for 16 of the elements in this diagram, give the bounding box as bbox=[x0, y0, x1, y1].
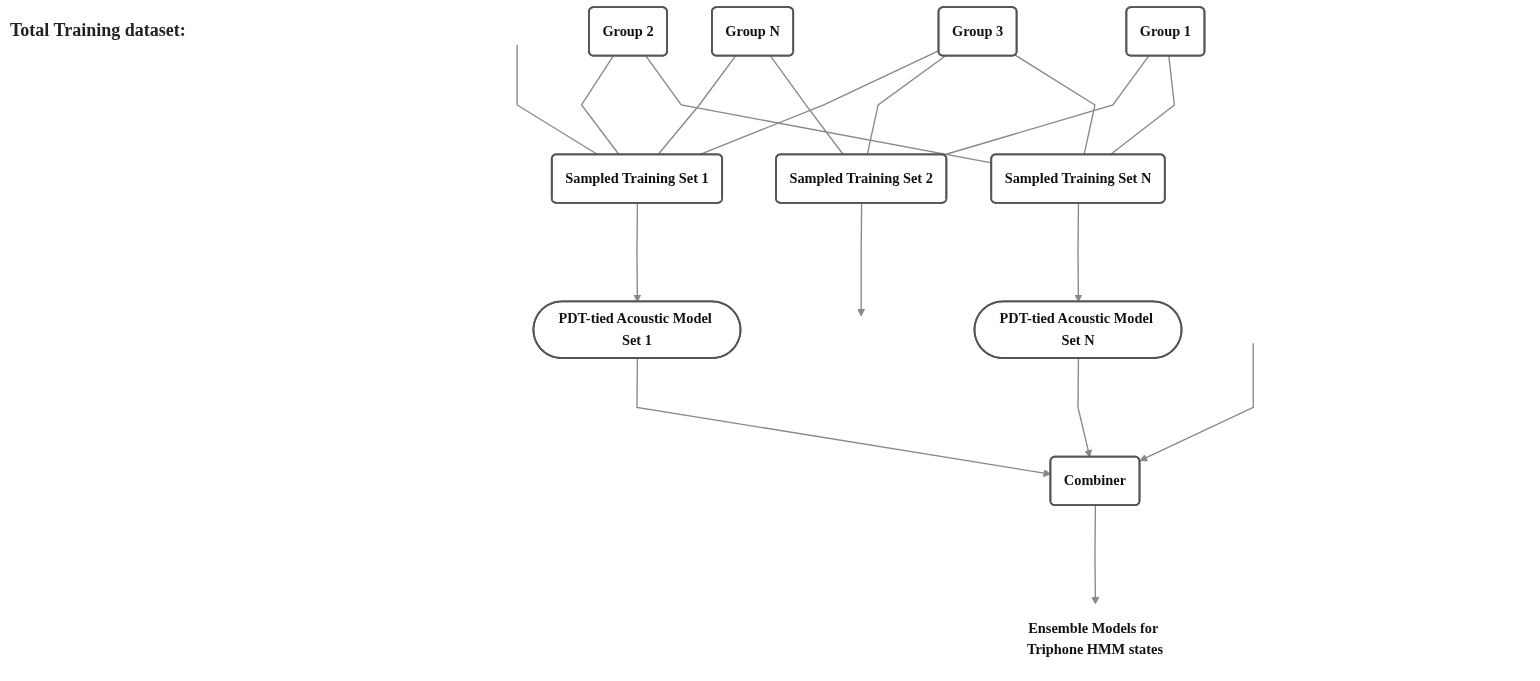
connector bbox=[580, 55, 620, 156]
connector bbox=[866, 55, 946, 156]
arrow bbox=[1139, 342, 1254, 462]
arrow bbox=[857, 202, 865, 317]
connector bbox=[1014, 54, 1096, 156]
connector bbox=[1109, 55, 1175, 156]
arrow bbox=[636, 357, 1051, 477]
connector bbox=[769, 55, 844, 156]
arrow bbox=[1091, 504, 1100, 605]
arrow bbox=[633, 202, 642, 303]
note-text: Total Training dataset: bbox=[10, 20, 187, 41]
arrow bbox=[1074, 202, 1083, 303]
node-text: Ensemble Models for Triphone HMM states bbox=[1026, 619, 1163, 657]
connector bbox=[516, 44, 599, 156]
connector bbox=[657, 55, 736, 156]
arrow bbox=[1077, 357, 1092, 458]
